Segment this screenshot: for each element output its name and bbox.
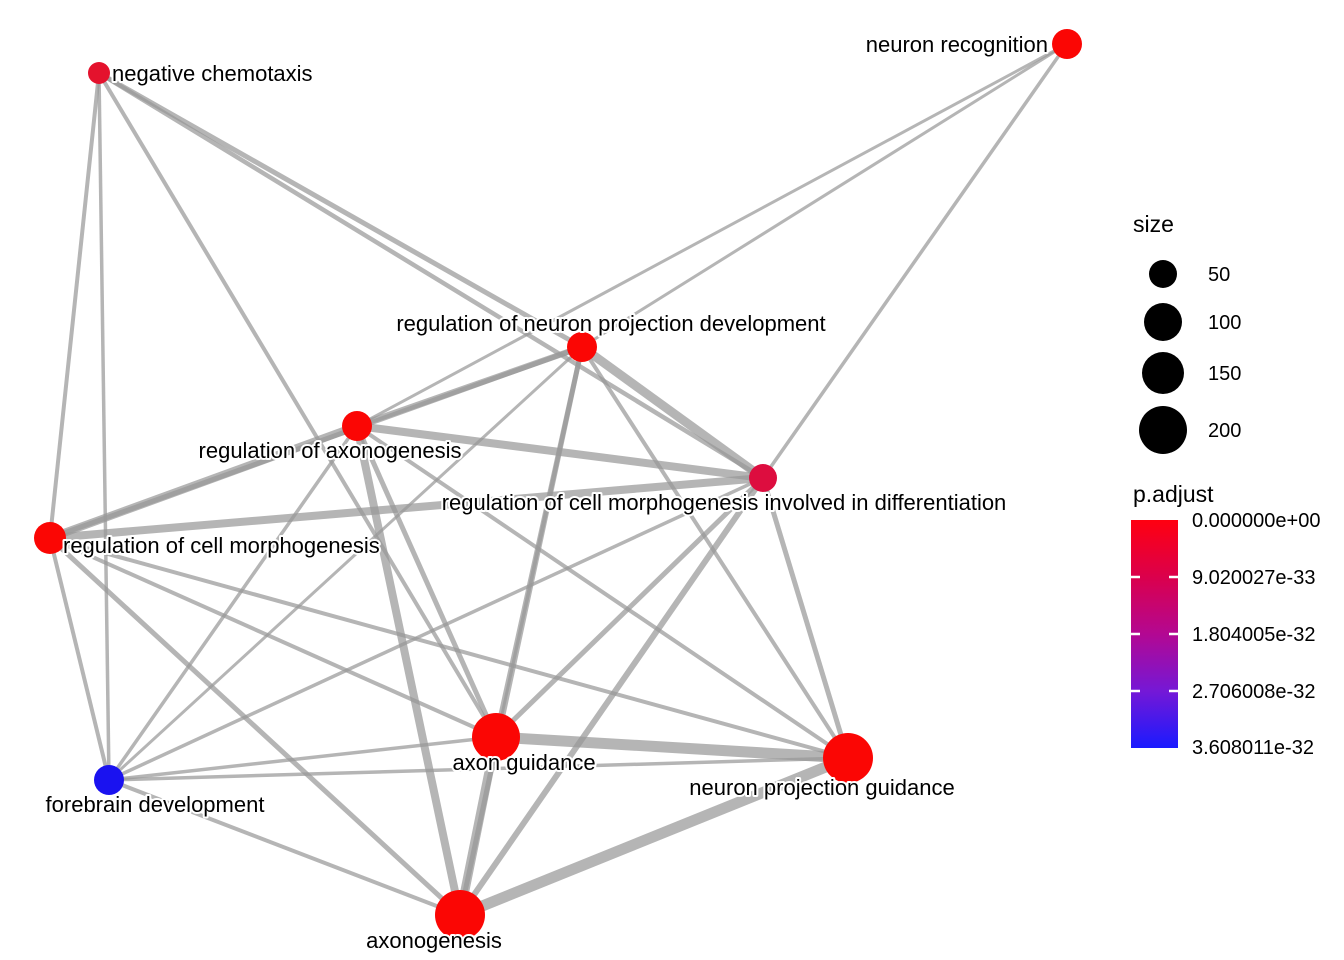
edge-regulation-of-axonogenesis--forebrain-development bbox=[107, 424, 359, 782]
node-regulation-of-cell-morphogenesis-involved-in-differentiation-point bbox=[749, 464, 777, 492]
node-neuron-recognition-point bbox=[1052, 29, 1082, 59]
node-regulation-of-neuron-projection-development-point bbox=[567, 332, 597, 362]
padjust-legend-label-0: 0.000000e+00 bbox=[1192, 510, 1320, 532]
edge-regulation-of-axonogenesis--axon-guidance bbox=[354, 424, 499, 739]
node-label-neuron-projection-guidance: neuron projection guidance bbox=[689, 775, 954, 800]
edge-axon-guidance--forebrain-development bbox=[108, 735, 497, 782]
size-legend-label-200: 200 bbox=[1208, 420, 1241, 442]
edge-regulation-of-neuron-projection-development--forebrain-development bbox=[107, 345, 584, 782]
edge-regulation-of-neuron-projection-development--neuron-projection-guidance bbox=[580, 345, 850, 760]
edge-neuron-recognition--regulation-of-cell-morphogenesis-involved-in-differentiation bbox=[761, 42, 1069, 480]
node-axonogenesis-point bbox=[435, 890, 485, 940]
edge-negative-chemotaxis--regulation-of-neuron-projection-development bbox=[97, 70, 584, 350]
node-label-axon-guidance: axon guidance bbox=[452, 750, 595, 775]
edge-axonogenesis--forebrain-development bbox=[108, 778, 461, 917]
edge-regulation-of-axonogenesis--regulation-of-cell-morphogenesis-involved-in-differentiation bbox=[356, 422, 764, 482]
padjust-legend-label-2: 1.804005e-32 bbox=[1192, 624, 1315, 646]
edge-regulation-of-neuron-projection-development--regulation-of-cell-morphogenesis-involved-in-differentiation bbox=[579, 343, 766, 482]
edge-regulation-of-cell-morphogenesis-involved-in-differentiation--forebrain-development bbox=[108, 476, 764, 782]
edge-regulation-of-cell-morphogenesis--axon-guidance bbox=[49, 536, 497, 739]
edge-neuron-recognition--regulation-of-axonogenesis bbox=[356, 42, 1068, 428]
edge-regulation-of-cell-morphogenesis-involved-in-differentiation--axonogenesis bbox=[457, 476, 766, 917]
edge-regulation-of-axonogenesis--neuron-projection-guidance bbox=[355, 424, 850, 760]
node-label-regulation-of-neuron-projection-development: regulation of neuron projection developm… bbox=[396, 311, 825, 336]
node-label-regulation-of-cell-morphogenesis-involved-in-differentiation: regulation of cell morphogenesis involve… bbox=[442, 490, 1007, 515]
edge-regulation-of-cell-morphogenesis-involved-in-differentiation--neuron-projection-guidance bbox=[760, 477, 851, 759]
size-legend-label-150: 150 bbox=[1208, 363, 1241, 385]
size-legend-title: size bbox=[1133, 211, 1174, 237]
node-regulation-of-axonogenesis-point bbox=[342, 411, 372, 441]
padjust-legend-label-4: 3.608011e-32 bbox=[1192, 737, 1314, 759]
node-neuron-projection-guidance-point bbox=[823, 733, 873, 783]
edge-regulation-of-cell-morphogenesis--neuron-projection-guidance bbox=[49, 536, 849, 760]
padjust-legend-title: p.adjust bbox=[1133, 481, 1214, 507]
node-label-axonogenesis: axonogenesis bbox=[366, 928, 502, 953]
edge-axon-guidance--neuron-projection-guidance bbox=[495, 731, 849, 764]
node-label-regulation-of-axonogenesis: regulation of axonogenesis bbox=[199, 438, 462, 463]
size-legend-key-50 bbox=[1149, 260, 1177, 288]
padjust-legend-label-3: 2.706008e-32 bbox=[1192, 681, 1315, 703]
size-legend-label-100: 100 bbox=[1208, 312, 1241, 334]
size-legend-label-50: 50 bbox=[1208, 264, 1230, 286]
edge-regulation-of-cell-morphogenesis-involved-in-differentiation--axon-guidance bbox=[494, 476, 765, 739]
edge-negative-chemotaxis--axon-guidance bbox=[97, 71, 498, 739]
edge-negative-chemotaxis--regulation-of-cell-morphogenesis-involved-in-differentiation bbox=[97, 71, 765, 480]
node-label-neuron-recognition: neuron recognition bbox=[866, 32, 1048, 57]
node-regulation-of-cell-morphogenesis-point bbox=[34, 522, 66, 554]
edge-negative-chemotaxis--regulation-of-cell-morphogenesis bbox=[48, 72, 101, 539]
edge-regulation-of-cell-morphogenesis--axonogenesis bbox=[48, 536, 462, 917]
edge-regulation-of-cell-morphogenesis-involved-in-differentiation--regulation-of-cell-morphogenesis bbox=[49, 474, 764, 542]
size-legend-key-100 bbox=[1144, 303, 1182, 341]
edge-neuron-recognition--regulation-of-neuron-projection-development bbox=[581, 42, 1068, 349]
node-forebrain-development-point bbox=[94, 765, 124, 795]
node-negative-chemotaxis-point bbox=[88, 62, 110, 84]
size-legend-key-150 bbox=[1142, 352, 1184, 394]
node-label-forebrain-development: forebrain development bbox=[46, 792, 265, 817]
edge-neuron-projection-guidance--forebrain-development bbox=[108, 756, 849, 782]
edge-axonogenesis--neuron-projection-guidance bbox=[457, 752, 851, 921]
edge-negative-chemotaxis--forebrain-development bbox=[97, 72, 111, 781]
edge-regulation-of-cell-morphogenesis--forebrain-development bbox=[48, 537, 111, 781]
node-label-regulation-of-cell-morphogenesis: regulation of cell morphogenesis bbox=[63, 533, 380, 558]
edge-axon-guidance--axonogenesis bbox=[455, 736, 501, 916]
node-label-negative-chemotaxis: negative chemotaxis bbox=[112, 61, 313, 86]
node-axon-guidance-point bbox=[472, 713, 520, 761]
edge-regulation-of-axonogenesis--regulation-of-cell-morphogenesis bbox=[48, 422, 359, 542]
size-legend-key-200 bbox=[1139, 406, 1187, 454]
padjust-legend-label-1: 9.020027e-33 bbox=[1192, 567, 1315, 589]
